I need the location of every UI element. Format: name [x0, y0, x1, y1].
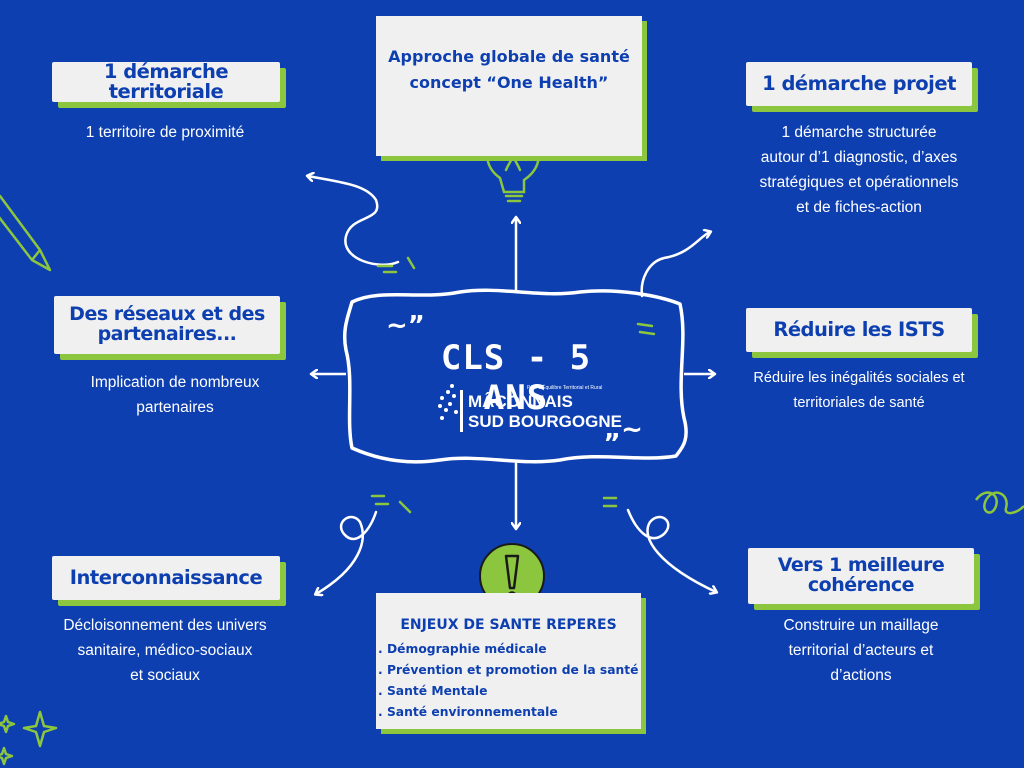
interconnaissance-desc-line: sanitaire, médico-sociaux	[77, 642, 253, 659]
territoriale-desc-line: 1 territoire de proximité	[85, 124, 245, 141]
node-interconnaissance-desc: Décloisonnement des univers sanitaire, m…	[30, 613, 300, 688]
logo-line1: MÂCONNAIS	[468, 392, 573, 411]
coherence-title-line1: Vers 1 meilleure	[777, 554, 945, 577]
one-health-text: Approche globale de santé concept “One H…	[376, 44, 642, 96]
reseaux-desc-line: partenaires	[136, 399, 214, 416]
center-title: CLS - 5 ANS	[440, 338, 592, 418]
node-reseaux-title: Des réseaux et des partenaires...	[54, 296, 280, 354]
projet-desc-line: stratégiques et opérationnels	[759, 174, 959, 191]
enjeux-box: ENJEUX DE SANTE REPERES . Démographie mé…	[376, 593, 641, 729]
projet-desc-line: 1 démarche structurée	[781, 124, 937, 141]
node-projet-desc: 1 démarche structurée autour d’1 diagnos…	[730, 120, 988, 220]
arrow-top-right	[640, 232, 710, 298]
node-territoriale-desc: 1 territoire de proximité	[40, 120, 290, 145]
node-projet-title: 1 démarche projet	[746, 62, 972, 106]
reseaux-title-line1: Des réseaux et des	[69, 303, 265, 326]
list-item: . Santé Mentale	[378, 684, 488, 698]
enjeux-heading: ENJEUX DE SANTE REPERES	[400, 617, 617, 633]
arrow-top-left	[308, 176, 400, 266]
one-health-line1: Approche globale de santé	[388, 47, 630, 66]
ists-title-text: Réduire les ISTS	[773, 317, 945, 341]
reseaux-title-line2: partenaires...	[97, 323, 237, 345]
node-reseaux-desc: Implication de nombreux partenaires	[50, 370, 300, 420]
projet-desc-line: et de fiches-action	[796, 199, 922, 216]
swirl-icon	[974, 491, 1024, 515]
territoriale-title-text: 1 démarche territoriale	[103, 59, 229, 103]
coherence-title-line2: cohérence	[807, 574, 915, 596]
logo-line2: SUD BOURGOGNE	[468, 412, 622, 431]
node-ists-title: Réduire les ISTS	[746, 308, 972, 352]
node-coherence-title: Vers 1 meilleure cohérence	[748, 548, 974, 604]
node-territoriale-title: 1 démarche territoriale	[52, 59, 280, 103]
arrow-bottom-right	[626, 508, 716, 592]
one-health-box: Approche globale de santé concept “One H…	[376, 16, 642, 156]
projet-desc-line: autour d’1 diagnostic, d’axes	[760, 149, 958, 166]
one-health-line2: concept “One Health”	[409, 73, 609, 92]
pencil-icon	[0, 194, 52, 272]
coherence-desc-line: Construire un maillage	[783, 617, 939, 634]
reseaux-desc-line: Implication de nombreux	[90, 374, 260, 391]
interconnaissance-desc-line: Décloisonnement des univers	[63, 617, 267, 634]
node-interconnaissance-title: Interconnaissance	[52, 556, 280, 600]
ists-desc-line: Réduire les inégalités sociales et	[753, 370, 965, 386]
interconnaissance-desc-line: et sociaux	[130, 667, 200, 684]
node-ists-desc: Réduire les inégalités sociales et terri…	[726, 366, 992, 416]
quote-open: ~”	[386, 311, 425, 341]
interconnaissance-title-text: Interconnaissance	[69, 565, 263, 589]
list-item: . Démographie médicale	[378, 642, 547, 656]
arrow-bottom-left	[316, 510, 378, 594]
list-item: . Prévention et promotion de la santé	[378, 663, 639, 677]
projet-title-text: 1 démarche projet	[762, 71, 956, 95]
logo-name: MÂCONNAIS SUD BOURGOGNE	[468, 392, 622, 432]
list-item: . Santé environnementale	[378, 705, 558, 719]
coherence-desc-line: d’actions	[830, 667, 892, 684]
sparkle-icon	[0, 710, 58, 766]
ists-desc-line: territoriales de santé	[793, 395, 925, 411]
coherence-desc-line: territorial d’acteurs et	[788, 642, 934, 659]
enjeux-list: . Démographie médicale . Prévention et p…	[378, 639, 639, 723]
logo-subtitle: Pôle d'Équilibre Territorial et Rural	[527, 385, 603, 391]
node-coherence-desc: Construire un maillage territorial d’act…	[736, 613, 986, 688]
